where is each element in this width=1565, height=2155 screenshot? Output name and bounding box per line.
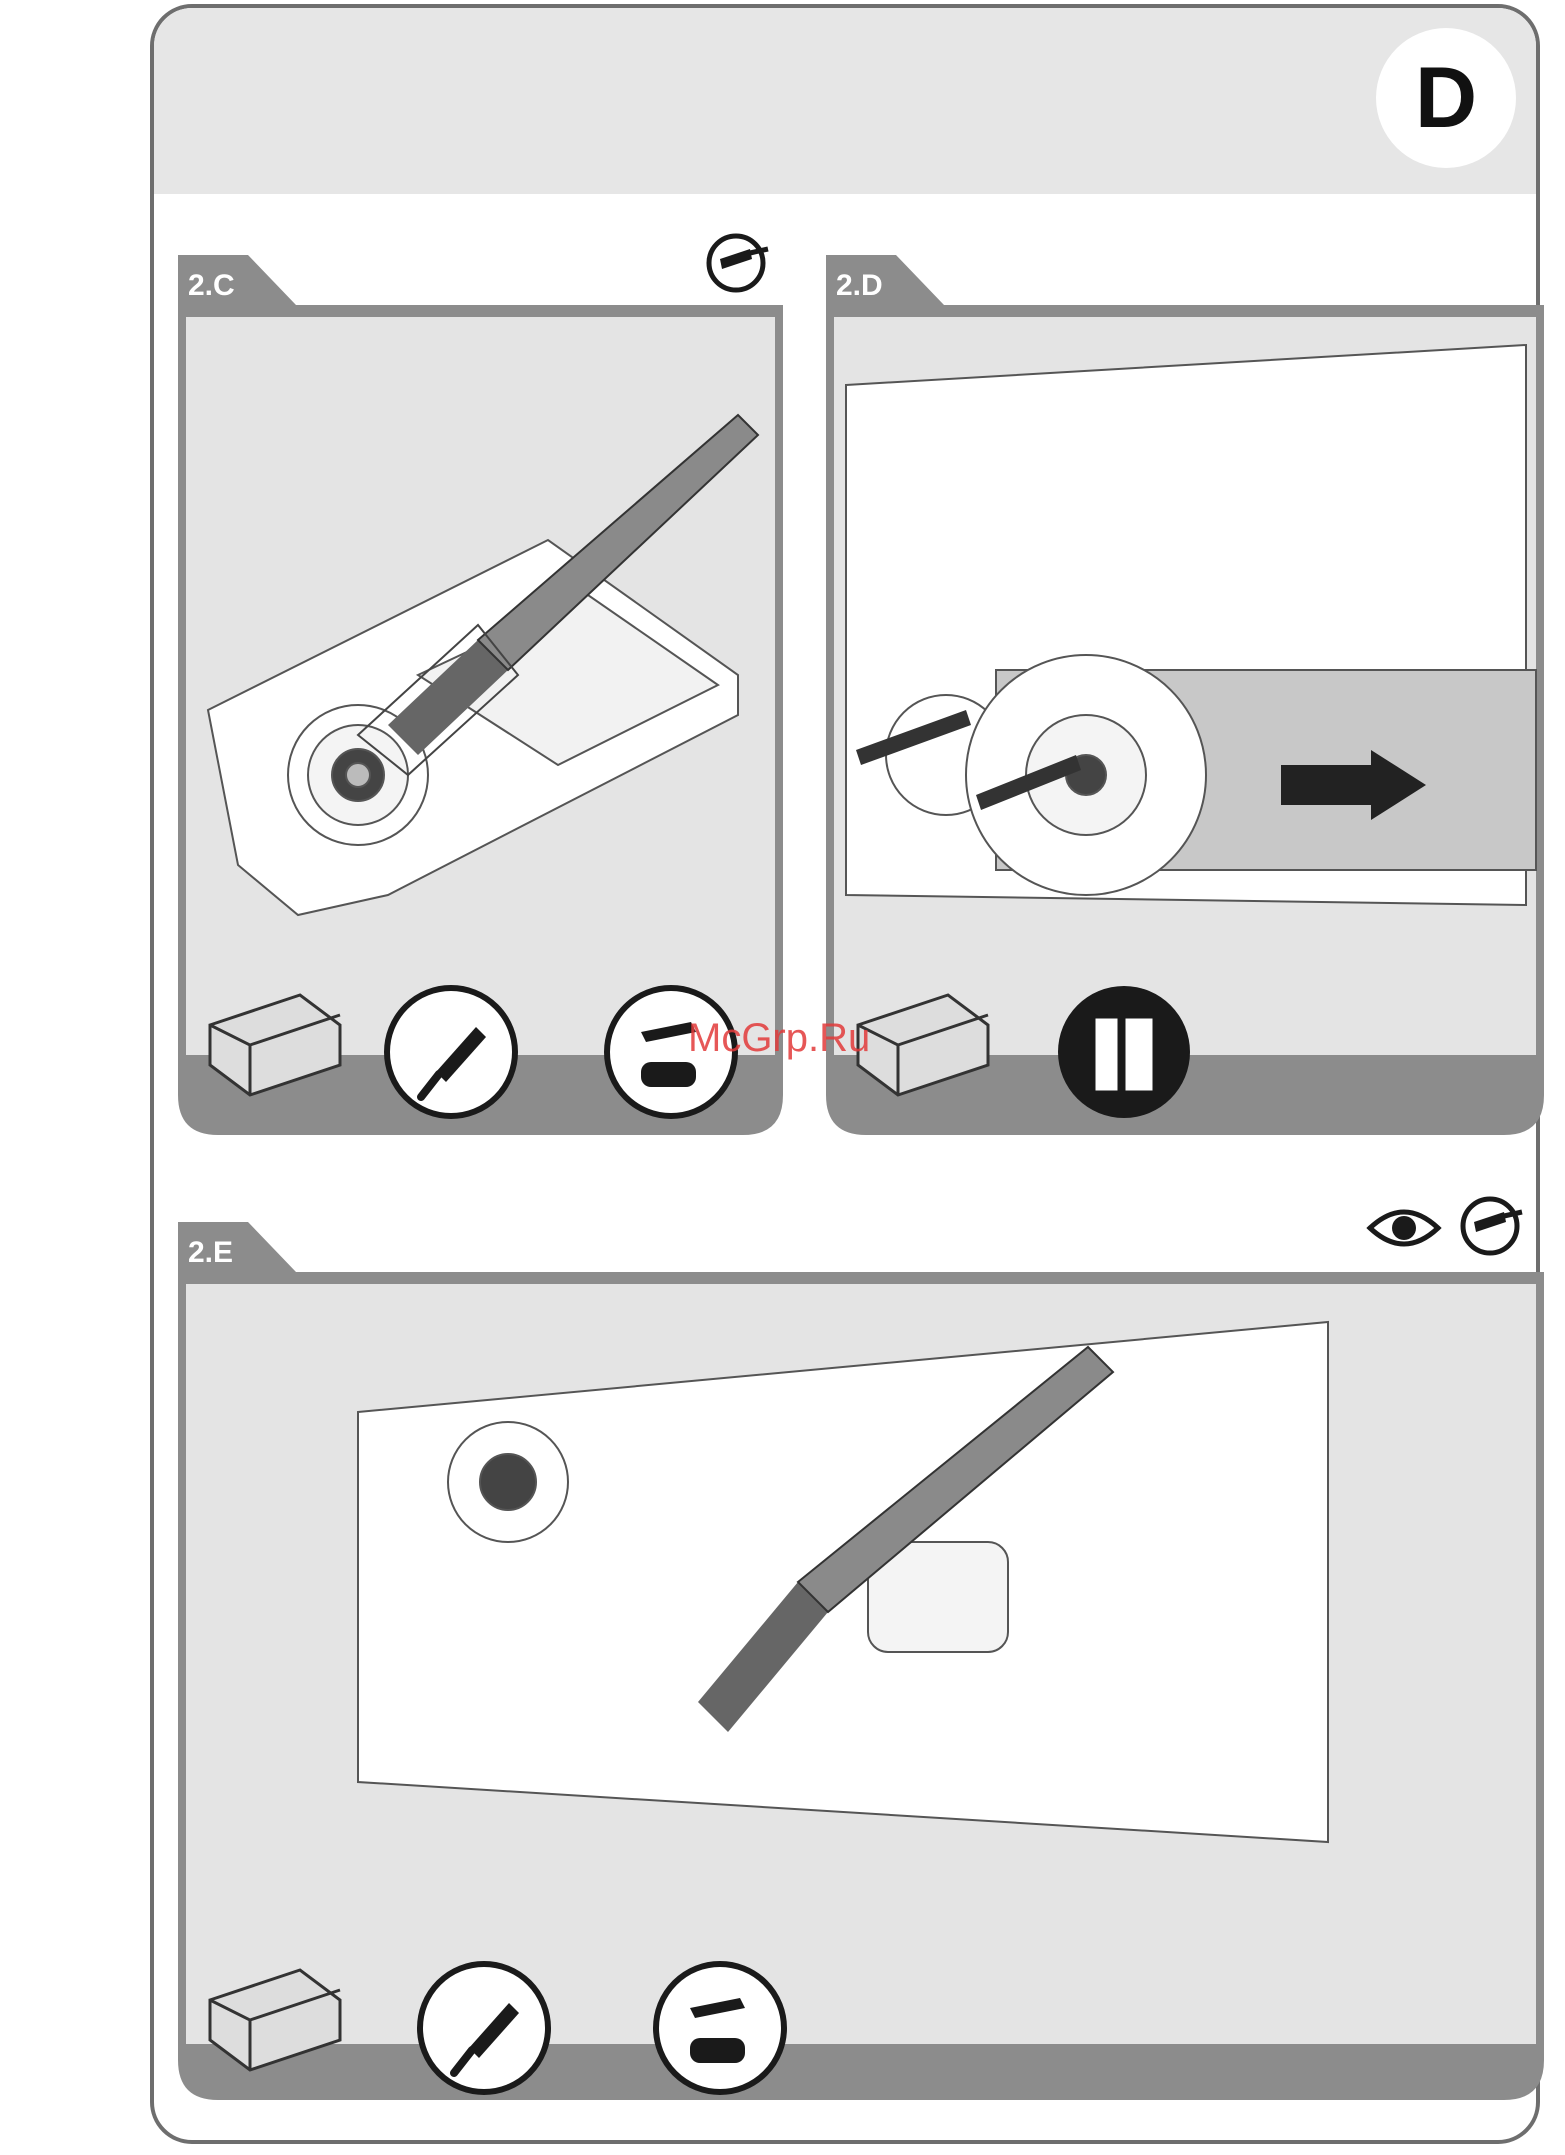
- compressed-air-icon: [650, 1958, 790, 2098]
- panel-label: 2.D: [836, 269, 883, 303]
- panel-label: 2.C: [188, 269, 235, 303]
- gloves-icon: [1054, 982, 1194, 1122]
- panel-2e: 2.E: [178, 1222, 1544, 2100]
- section-badge: D: [1376, 28, 1516, 168]
- panel-label: 2.E: [188, 1236, 233, 1270]
- brush-cleaning-icon: [706, 229, 770, 293]
- panel-2d: 2.D: [826, 255, 1544, 1135]
- toolbox-icon: [200, 985, 350, 1105]
- watermark: McGrp.Ru: [688, 1016, 870, 1061]
- paint-brush-icon: [381, 982, 521, 1122]
- paint-brush-icon: [414, 1958, 554, 2098]
- eye-inspect-icon: [1366, 1200, 1442, 1256]
- brush-cleaning-icon: [1460, 1192, 1524, 1256]
- panel-2e-frame: [178, 1222, 1544, 2100]
- header-band: [154, 8, 1536, 194]
- toolbox-icon: [200, 1960, 350, 2080]
- panel-2c: 2.C: [178, 255, 783, 1135]
- toolbox-icon: [848, 985, 998, 1105]
